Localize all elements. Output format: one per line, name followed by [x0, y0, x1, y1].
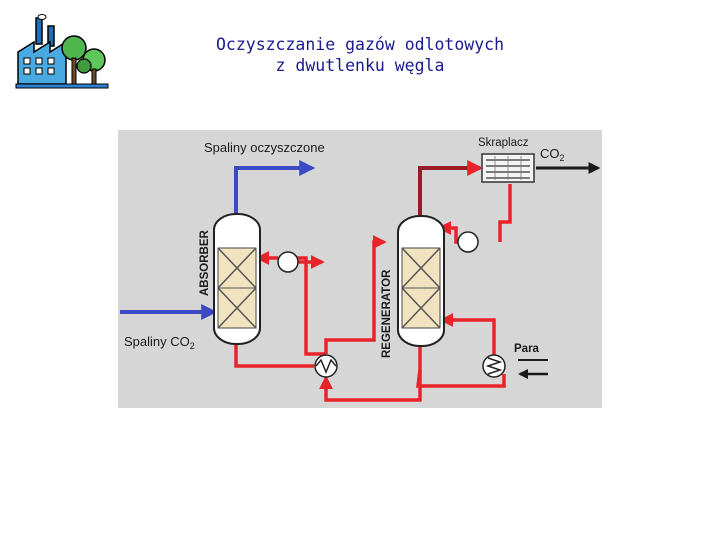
- steam-label: Para: [514, 343, 540, 355]
- heat-exchanger-icon: [314, 354, 338, 378]
- co2-label: CO2: [540, 146, 565, 163]
- flue-gas-inlet-label: Spaliny CO2: [124, 334, 195, 351]
- reflux-line: [498, 184, 512, 242]
- title-line-2: z dwutlenku węgla: [275, 56, 445, 75]
- regenerator-label: REGENERATOR: [381, 269, 393, 358]
- co2-vapor-line: [418, 160, 484, 218]
- rich-to-regenerator-line: [324, 235, 387, 354]
- reboiler-icon: [482, 354, 506, 378]
- clean-gas-line: [234, 160, 316, 214]
- condenser-icon: [481, 153, 535, 183]
- co2-label-prefix: CO: [540, 146, 560, 161]
- process-flow-svg: Spaliny oczyszczone Spaliny CO2 ABSORBER…: [118, 130, 602, 408]
- factory-with-trees-icon: [15, 14, 109, 89]
- reboiler-return-line: [439, 313, 496, 362]
- reboiler-loop-bottom: [416, 369, 506, 388]
- regenerator-column: [397, 215, 445, 347]
- co2-capture-diagram: Spaliny oczyszczone Spaliny CO2 ABSORBER…: [118, 130, 602, 408]
- absorber-label: ABSORBER: [199, 229, 211, 296]
- absorber-pump-icon: [277, 251, 299, 273]
- page-title: Oczyszczanie gazów odlotowych z dwutlenk…: [150, 34, 570, 76]
- clean-gas-label: Spaliny oczyszczone: [204, 140, 325, 155]
- rich-solvent-line: [234, 344, 314, 368]
- flue-gas-inlet-label-sub: 2: [190, 341, 195, 351]
- condenser-label: Skraplacz: [478, 137, 529, 149]
- flue-gas-inlet-label-prefix: Spaliny CO: [124, 334, 190, 349]
- co2-label-sub: 2: [560, 153, 565, 163]
- absorber-column: [213, 213, 261, 345]
- factory-logo: [14, 12, 110, 92]
- reflux-pump-icon: [457, 231, 479, 253]
- title-line-1: Oczyszczanie gazów odlotowych: [215, 35, 505, 54]
